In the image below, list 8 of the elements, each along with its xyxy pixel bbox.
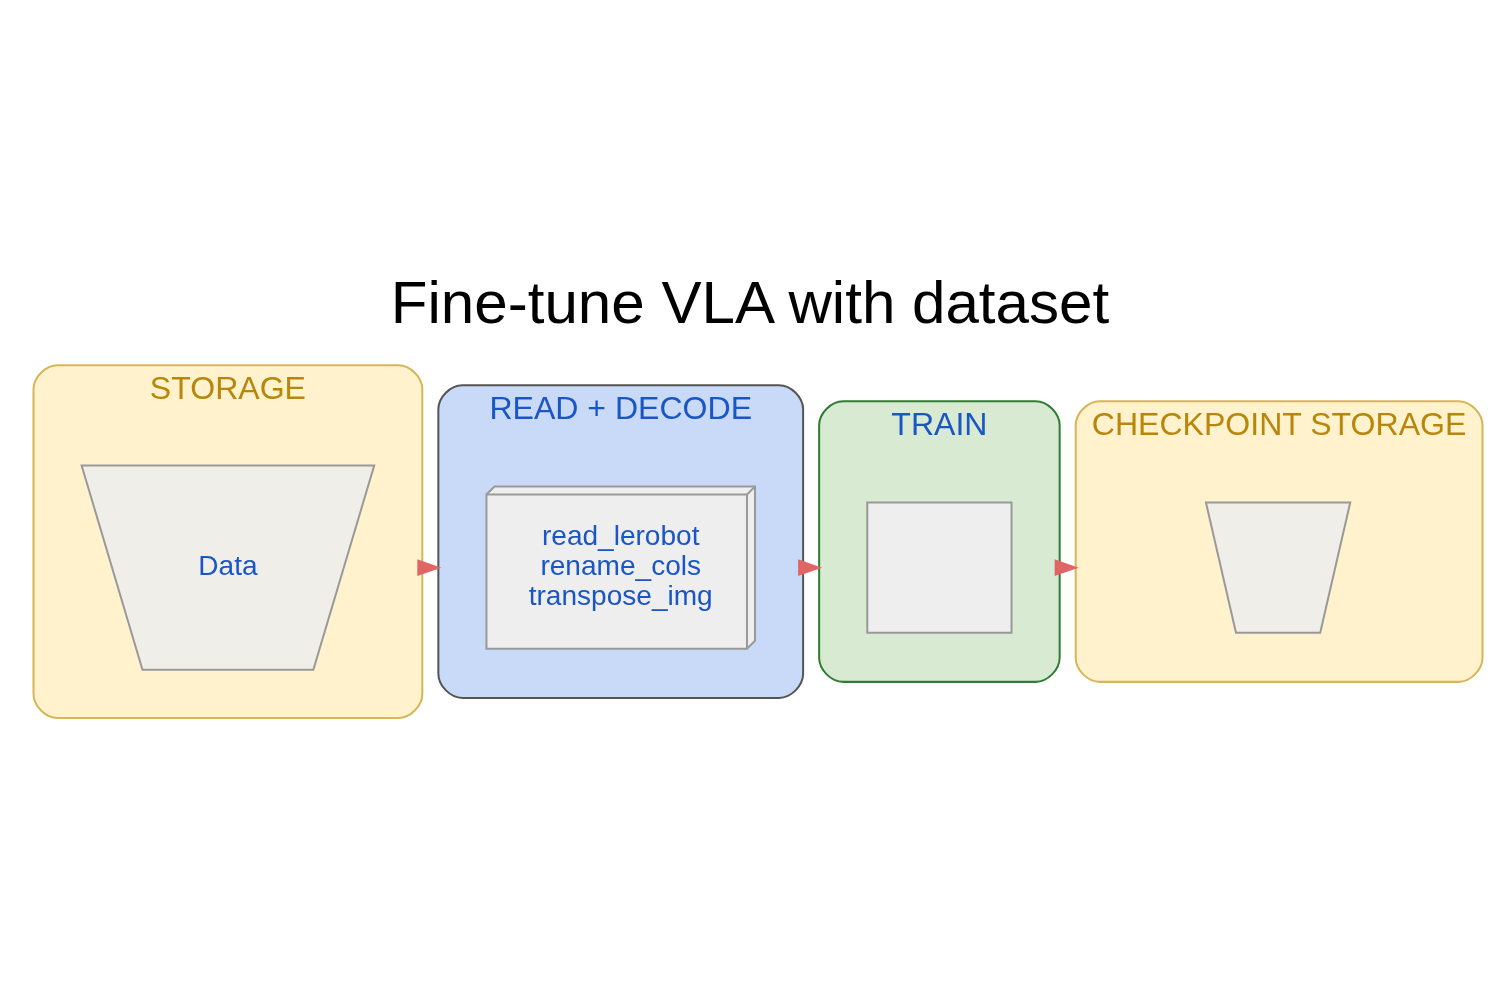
- diagram-title: Fine-tune VLA with dataset: [390, 268, 1110, 336]
- arrow: [417, 558, 442, 576]
- arrow: [1054, 558, 1079, 576]
- cluster: CHECKPOINT STORAGE: [1074, 399, 1484, 683]
- node-box: [866, 501, 1013, 634]
- cluster: TRAIN: [818, 399, 1061, 683]
- node-trapezium: [1204, 501, 1352, 634]
- arrow: [798, 558, 823, 576]
